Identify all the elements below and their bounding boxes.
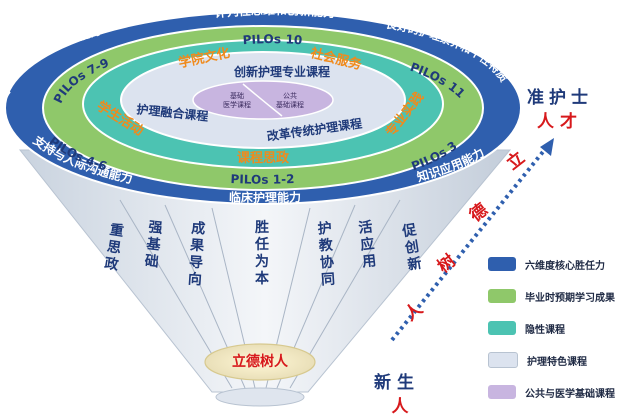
legend-label: 隐性课程 (525, 324, 565, 336)
svg-text:评判性思维和创新能力: 评判性思维和创新能力 (214, 2, 336, 20)
legend-swatch (488, 321, 516, 335)
legend-label: 护理特色课程 (527, 356, 587, 368)
core-label-left: 基础医学课程 (223, 91, 251, 109)
light-label-top: 创新护理专业课程 (233, 64, 330, 79)
funnel-column-label: 活应用 (358, 218, 377, 270)
legend-swatch (488, 289, 516, 303)
funnel-column-label: 护教协同 (317, 219, 336, 288)
funnel-column-label: 重思政 (103, 221, 126, 274)
teal-label-bottom: 课程思政 (237, 150, 290, 166)
funnel-column-label: 强基础 (144, 219, 164, 270)
legend-swatch (488, 385, 516, 399)
legend-item: 公共与医学基础课程 (488, 384, 642, 400)
svg-text:PILOs 1-2: PILOs 1-2 (230, 172, 294, 187)
funnel-column-label: 促创新 (400, 221, 424, 274)
funnel-column-label: 胜任为本 (254, 220, 270, 287)
progress-arrow (390, 146, 548, 342)
legend: 六维度核心胜任力毕业时预期学习成果隐性课程护理特色课程公共与医学基础课程 (488, 256, 642, 416)
funnel-column-label: 成果导向 (186, 219, 206, 288)
arrow-bottom-label-2: 人 (392, 397, 410, 417)
legend-item: 毕业时预期学习成果 (488, 288, 642, 304)
legend-item: 隐性课程 (488, 320, 642, 336)
arrow-top-label: 准护士 (527, 87, 593, 108)
core-divider (242, 83, 283, 117)
legend-swatch (488, 257, 516, 271)
funnel-base (204, 343, 316, 381)
funnel-dividers (119, 199, 401, 389)
legend-item: 六维度核心胜任力 (488, 256, 642, 272)
svg-text:PILOs 10: PILOs 10 (242, 32, 303, 47)
pilos-top: PILOs 10 (242, 32, 303, 47)
legend-label: 毕业时预期学习成果 (525, 292, 615, 304)
legend-item: 护理特色课程 (488, 352, 642, 368)
funnel-bottom (215, 387, 305, 407)
arrow-head-icon (540, 138, 554, 156)
arrow-character: 德 (465, 199, 491, 226)
outer-label-top: 评判性思维和创新能力 (214, 2, 336, 20)
legend-label: 六维度核心胜任力 (525, 260, 605, 272)
base-label: 立德树人 (232, 353, 289, 370)
pilos-bottom: PILOs 1-2 (230, 172, 294, 187)
arrow-bottom-label: 新生 (374, 372, 420, 393)
arrow-character: 树 (434, 251, 460, 277)
core-label-right: 公共基础课程 (276, 91, 304, 109)
legend-label: 公共与医学基础课程 (525, 388, 615, 400)
arrow-top-label-2: 人才 (537, 111, 583, 132)
legend-swatch (488, 352, 518, 368)
